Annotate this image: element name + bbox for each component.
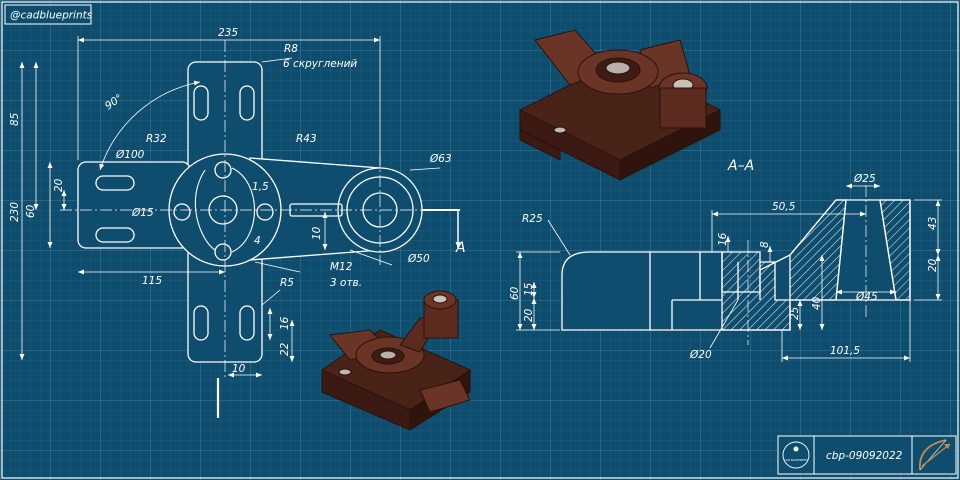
sec-r25: R25 (522, 213, 543, 225)
sec-50-5: 50,5 (772, 201, 796, 213)
dim-r8: R8 (284, 43, 298, 55)
dim-d50: Ø50 (407, 253, 430, 265)
model-iso-top (518, 29, 722, 181)
sec-8: 8 (759, 241, 771, 248)
sec-15: 15 (523, 282, 535, 296)
dim-r32: R32 (146, 133, 167, 145)
slot-bottom-left (193, 305, 209, 341)
dim-22: 22 (279, 342, 291, 356)
sec-25: 25 (789, 306, 801, 320)
slot-bottom-right (239, 305, 255, 341)
slot-left-top (95, 175, 135, 191)
sec-40: 40 (811, 296, 823, 310)
stamp-text: CAD BLUEPRINTS (784, 458, 808, 462)
sec-20: 20 (523, 308, 535, 322)
dim-235: 235 (218, 27, 238, 39)
dim-d15: Ø15 (131, 207, 154, 219)
dim-60: 60 (25, 204, 37, 218)
section-title: A–A (727, 158, 754, 174)
sec-16: 16 (717, 232, 729, 246)
dim-16: 16 (279, 316, 291, 330)
plan-thread-hole-right (256, 203, 274, 221)
plan-thread-hole-bottom (214, 243, 232, 261)
dim-230: 230 (9, 202, 21, 222)
sec-43: 43 (927, 217, 939, 230)
dim-10-tab: 10 (232, 363, 246, 375)
bow-and-arrow-icon (919, 439, 951, 471)
dim-thread-count: 3 отв. (330, 277, 362, 289)
slot-left-bottom (95, 227, 135, 243)
dim-85: 85 (9, 112, 21, 126)
sec-d25: Ø25 (853, 173, 876, 185)
section-view (516, 183, 942, 362)
dim-gap: 1,5 (252, 181, 269, 193)
sec-101-5: 101,5 (830, 345, 860, 357)
stamp-logo: CAD BLUEPRINTS (782, 441, 810, 469)
brand-handle: @cadblueprints (10, 10, 93, 22)
dim-10-slot: 10 (311, 226, 323, 240)
plan-thread-hole-left (173, 203, 191, 221)
sec-20-right: 20 (927, 258, 939, 272)
dim-20: 20 (53, 178, 65, 192)
sec-d45: Ø45 (855, 291, 878, 303)
dim-4: 4 (254, 235, 261, 247)
plan-view (19, 36, 461, 418)
dim-115: 115 (142, 275, 162, 287)
model-iso-bottom (320, 290, 472, 431)
dim-d63: Ø63 (429, 153, 452, 165)
dim-fillets: 6 скруглений (283, 58, 357, 70)
dim-m12: M12 (330, 261, 353, 273)
title-block: CAD BLUEPRINTS cbp-09092022 (777, 435, 957, 475)
plan-dim-texts: 235 R8 6 скруглений 90° R32 Ø100 R43 Ø63… (9, 27, 466, 375)
section-dim-texts: R25 Ø25 50,5 16 8 43 20 60 15 20 25 40 Ø… (509, 173, 939, 361)
slot-top-right (239, 85, 255, 121)
drawing-code: cbp-09092022 (826, 450, 903, 462)
dim-r5: R5 (280, 277, 294, 289)
dim-r43: R43 (296, 133, 317, 145)
sec-d20: Ø20 (689, 349, 712, 361)
plan-thread-hole-top (214, 161, 232, 179)
sec-60: 60 (509, 286, 521, 300)
section-cut-label: A (455, 240, 466, 256)
dim-d100: Ø100 (115, 149, 145, 161)
brand-handle-box[interactable]: @cadblueprints (4, 4, 93, 25)
